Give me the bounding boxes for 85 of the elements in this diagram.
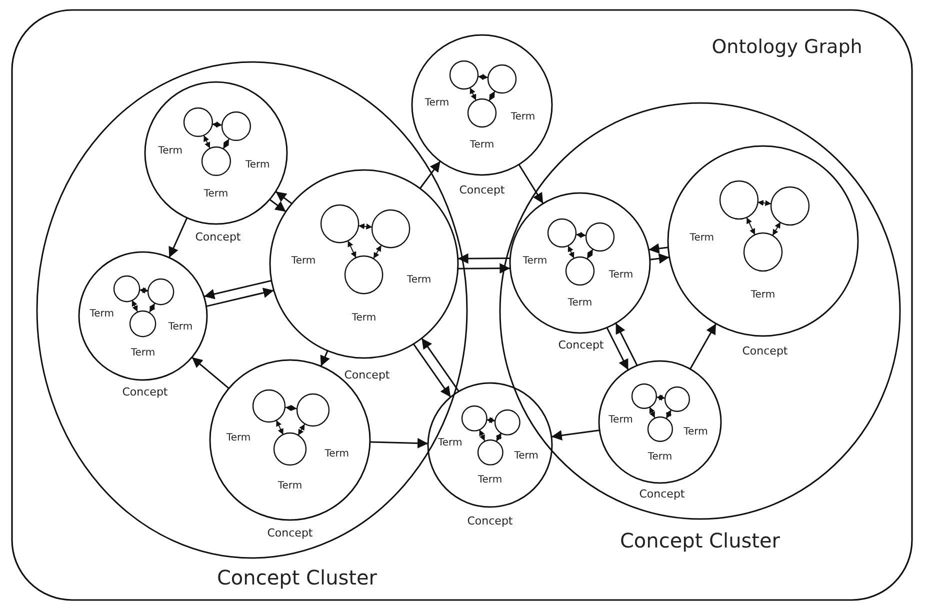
term-label: Term — [438, 437, 462, 449]
arrow — [275, 190, 292, 204]
term-label: Term — [478, 474, 502, 486]
arrow — [458, 253, 510, 264]
double-headed-arrow — [478, 429, 486, 442]
term-label: Term — [90, 308, 114, 320]
double-headed-arrow — [132, 300, 138, 312]
concept-label: Concept — [639, 488, 685, 502]
double-headed-arrow — [149, 302, 156, 313]
concept-label: Concept — [344, 370, 390, 382]
arrow — [458, 263, 510, 274]
term-label: Term — [352, 312, 376, 324]
term-label: Term — [470, 139, 494, 151]
arrow — [168, 218, 188, 258]
double-headed-arrow — [373, 244, 382, 259]
term-label: Term — [324, 448, 349, 460]
double-headed-arrow — [488, 90, 496, 102]
concept-label: Concept — [742, 346, 788, 358]
double-headed-arrow — [203, 134, 210, 149]
arrow — [320, 350, 330, 367]
term-label: Term — [168, 321, 193, 333]
arrow — [606, 327, 629, 370]
graph-title: Ontology Graph — [712, 37, 862, 59]
concept-label: Concept — [459, 184, 505, 198]
arrow — [206, 288, 274, 308]
arrow — [551, 429, 600, 440]
term-label: Term — [245, 159, 270, 171]
term-label: Term — [406, 274, 432, 286]
term-label: Term — [608, 414, 633, 426]
arrow — [690, 323, 717, 370]
double-headed-arrow — [757, 200, 772, 206]
double-headed-arrow — [276, 420, 284, 436]
term-label: Term — [278, 480, 302, 492]
double-headed-arrow — [138, 287, 150, 294]
double-headed-arrow — [470, 87, 476, 101]
term-label: Term — [291, 256, 316, 268]
arrow — [370, 438, 428, 448]
double-headed-arrow — [656, 394, 666, 401]
double-headed-arrow — [211, 122, 223, 128]
term-label: Term — [204, 188, 228, 200]
double-headed-arrow — [575, 232, 587, 238]
double-headed-arrow — [568, 245, 574, 259]
term-label: Term — [648, 451, 672, 463]
term-label: Term — [522, 255, 548, 267]
double-headed-arrow — [746, 217, 756, 236]
double-headed-arrow — [477, 74, 489, 80]
concept-label: Concept — [558, 340, 604, 352]
double-headed-arrow — [486, 417, 496, 424]
term-label: Term — [690, 232, 714, 244]
term-label: Term — [424, 97, 450, 109]
term-label: Term — [568, 297, 592, 309]
arrow — [419, 160, 441, 189]
term-label: Term — [514, 450, 538, 462]
concept-label: Concept — [467, 516, 513, 528]
term-label: Term — [510, 111, 536, 123]
cluster-label: Concept Cluster — [620, 530, 780, 552]
term-label: Term — [158, 145, 182, 157]
term-label: Term — [130, 346, 156, 358]
arrow — [421, 338, 460, 392]
arrow — [615, 322, 638, 366]
term-label: Term — [226, 432, 251, 444]
double-headed-arrow — [222, 138, 230, 150]
term-label: Term — [750, 290, 776, 302]
term-label: Term — [684, 426, 708, 438]
term-label: Term — [608, 269, 634, 281]
double-headed-arrow — [496, 432, 502, 442]
double-headed-arrow — [666, 409, 672, 419]
concept-label: Concept — [195, 232, 241, 244]
arrow — [269, 198, 286, 212]
concept-label: Concept — [122, 386, 168, 400]
arrow — [648, 243, 668, 254]
double-headed-arrow — [586, 248, 594, 260]
double-headed-arrow — [772, 222, 781, 236]
double-headed-arrow — [347, 240, 356, 258]
double-headed-arrow — [284, 405, 298, 411]
arrow — [204, 280, 272, 300]
arrow — [518, 164, 544, 204]
concept-label: Concept — [267, 528, 313, 540]
arrow — [650, 253, 670, 264]
arrow — [412, 343, 452, 398]
cluster-label: Concept Cluster — [216, 566, 378, 590]
double-headed-arrow — [298, 424, 306, 436]
double-headed-arrow — [358, 223, 373, 230]
double-headed-arrow — [649, 406, 656, 418]
arrow — [191, 356, 230, 389]
